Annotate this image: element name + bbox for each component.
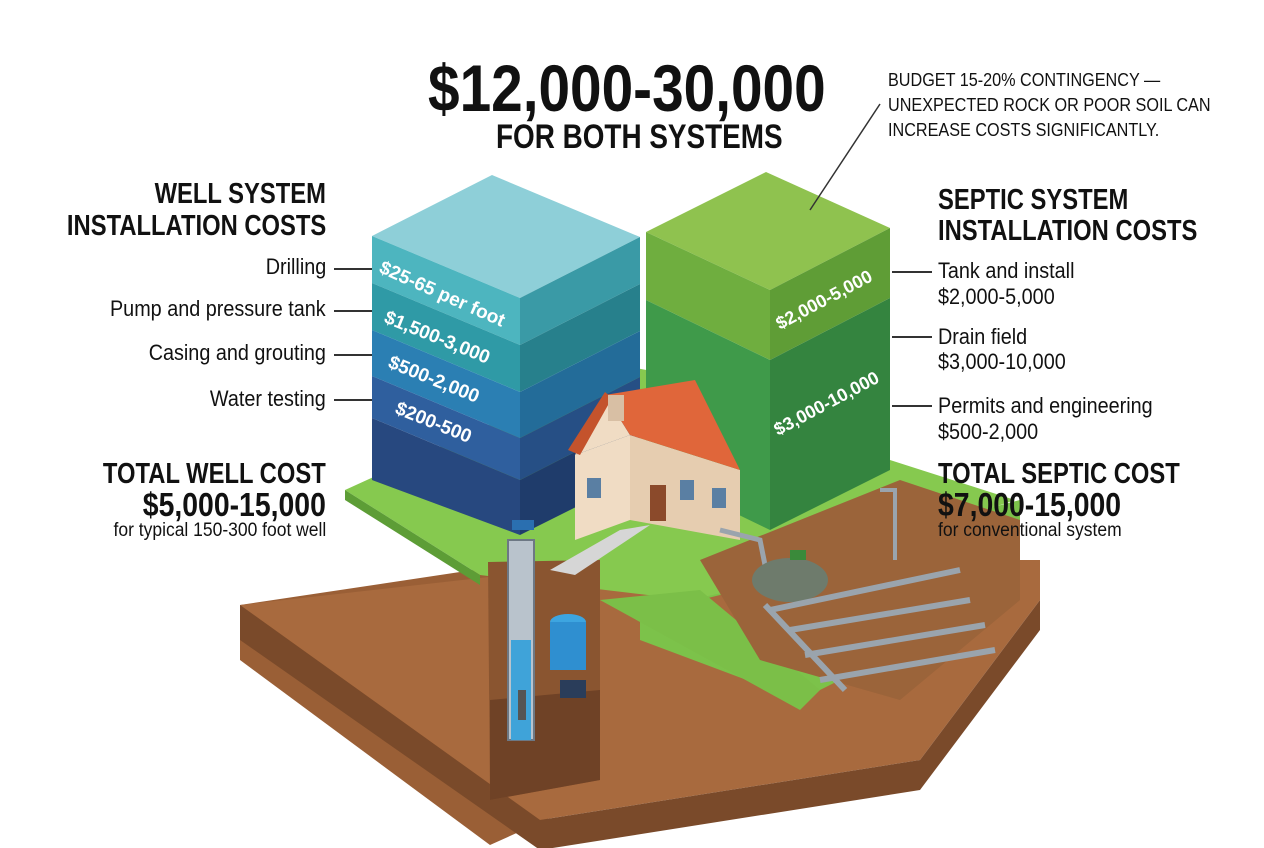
drain-header [762,602,848,693]
well-total-value: $5,000-15,000 [142,486,326,523]
septic-tank-lid [790,550,806,560]
well-heading-line-1: WELL SYSTEM [154,178,326,210]
septic-item-permits-value: $500-2,000 [938,419,1039,444]
septic-total-label: TOTAL SEPTIC COST [938,458,1180,490]
drain-pipe-2 [789,597,971,633]
soil-slab-bottom [240,600,1040,848]
well-leader-casing [334,354,372,356]
well-top-face [372,175,640,298]
septic-item-permits: Permits and engineering [938,393,1153,418]
well-total-note: for typical 150-300 foot well [113,520,326,541]
grass-edge [345,490,480,585]
septic-top-left [646,232,770,360]
septic-leader-drain [892,336,932,338]
well-item-testing: Water testing [210,386,326,411]
house-front-wall [575,435,630,540]
house-window-front [587,478,601,498]
septic-heading-line-1: SEPTIC SYSTEM [938,184,1129,216]
house-chimney [608,395,624,421]
well-item-casing: Casing and grouting [148,340,326,365]
house [550,380,740,575]
drain-pipe-3 [804,622,986,658]
septic-item-tank: Tank and install [938,258,1075,283]
house-window-side-2 [712,488,726,508]
drain-pipe-4 [819,647,996,683]
vent-pipe [880,488,897,560]
septic-item-drain: Drain field [938,324,1028,349]
house-path [550,525,650,575]
pump-motor [560,680,586,698]
well-pump-cap [512,520,534,530]
note-line-1: BUDGET 15-20% CONTINGENCY — [888,70,1161,90]
septic-leader-permits [892,405,932,407]
note-line-2: UNEXPECTED ROCK OR POOR SOIL CAN [888,95,1211,115]
well-layer-4-left [372,376,520,480]
septic-total-value: $7,000-15,000 [938,486,1122,523]
contingency-note: BUDGET 15-20% CONTINGENCY — UNEXPECTED R… [888,68,1211,143]
well-layer-2-left [372,283,520,392]
well-leader-drilling [334,268,372,270]
well-layer-1-right [520,237,640,345]
house-window-side-1 [680,480,694,500]
well-pump [507,520,586,741]
total-range: $12,000-30,000 [428,51,826,125]
note-line-3: INCREASE COSTS SIGNIFICANTLY. [888,120,1160,140]
septic-heading-line-2: INSTALLATION COSTS [938,215,1198,247]
house-door [650,485,666,521]
house-to-tank-pipe [719,527,768,566]
well-leader-pump [334,310,372,312]
total-caption: FOR BOTH SYSTEMS [496,118,783,156]
septic-top-face [646,172,890,290]
grass-strip [600,590,820,710]
well-heading-line-2: INSTALLATION COSTS [66,210,326,242]
well-layer-3-left [372,330,520,438]
house-gable [575,395,630,455]
pressure-tank [550,622,586,670]
well-layer-2-right [520,284,640,392]
septic-total-note: for conventional system [938,520,1122,541]
well-item-pump: Pump and pressure tank [110,296,326,321]
septic-leader-tank [892,271,932,273]
septic-item-drain-value: $3,000-10,000 [938,349,1066,374]
drain-pipe-1 [769,567,961,613]
septic-pipes [719,488,996,693]
septic-top-right [770,228,890,360]
well-layer-3-right [520,331,640,438]
note-leader-line [809,103,881,211]
house-roof-edge [568,392,612,455]
well-leader-testing [334,399,372,401]
septic-item-tank-value: $2,000-5,000 [938,284,1055,309]
septic-tank [752,558,828,602]
well-submersible-pump [518,690,526,720]
well-tower: $25-65 per foot $1,500-3,000 $500-2,000 … [372,175,640,535]
well-layer-1-left [372,236,520,345]
well-base-left [372,418,520,535]
septic-body-right [770,298,890,530]
well-total-label: TOTAL WELL COST [103,458,326,490]
house-roof-main [605,380,740,470]
well-item-drilling: Drilling [265,254,326,279]
